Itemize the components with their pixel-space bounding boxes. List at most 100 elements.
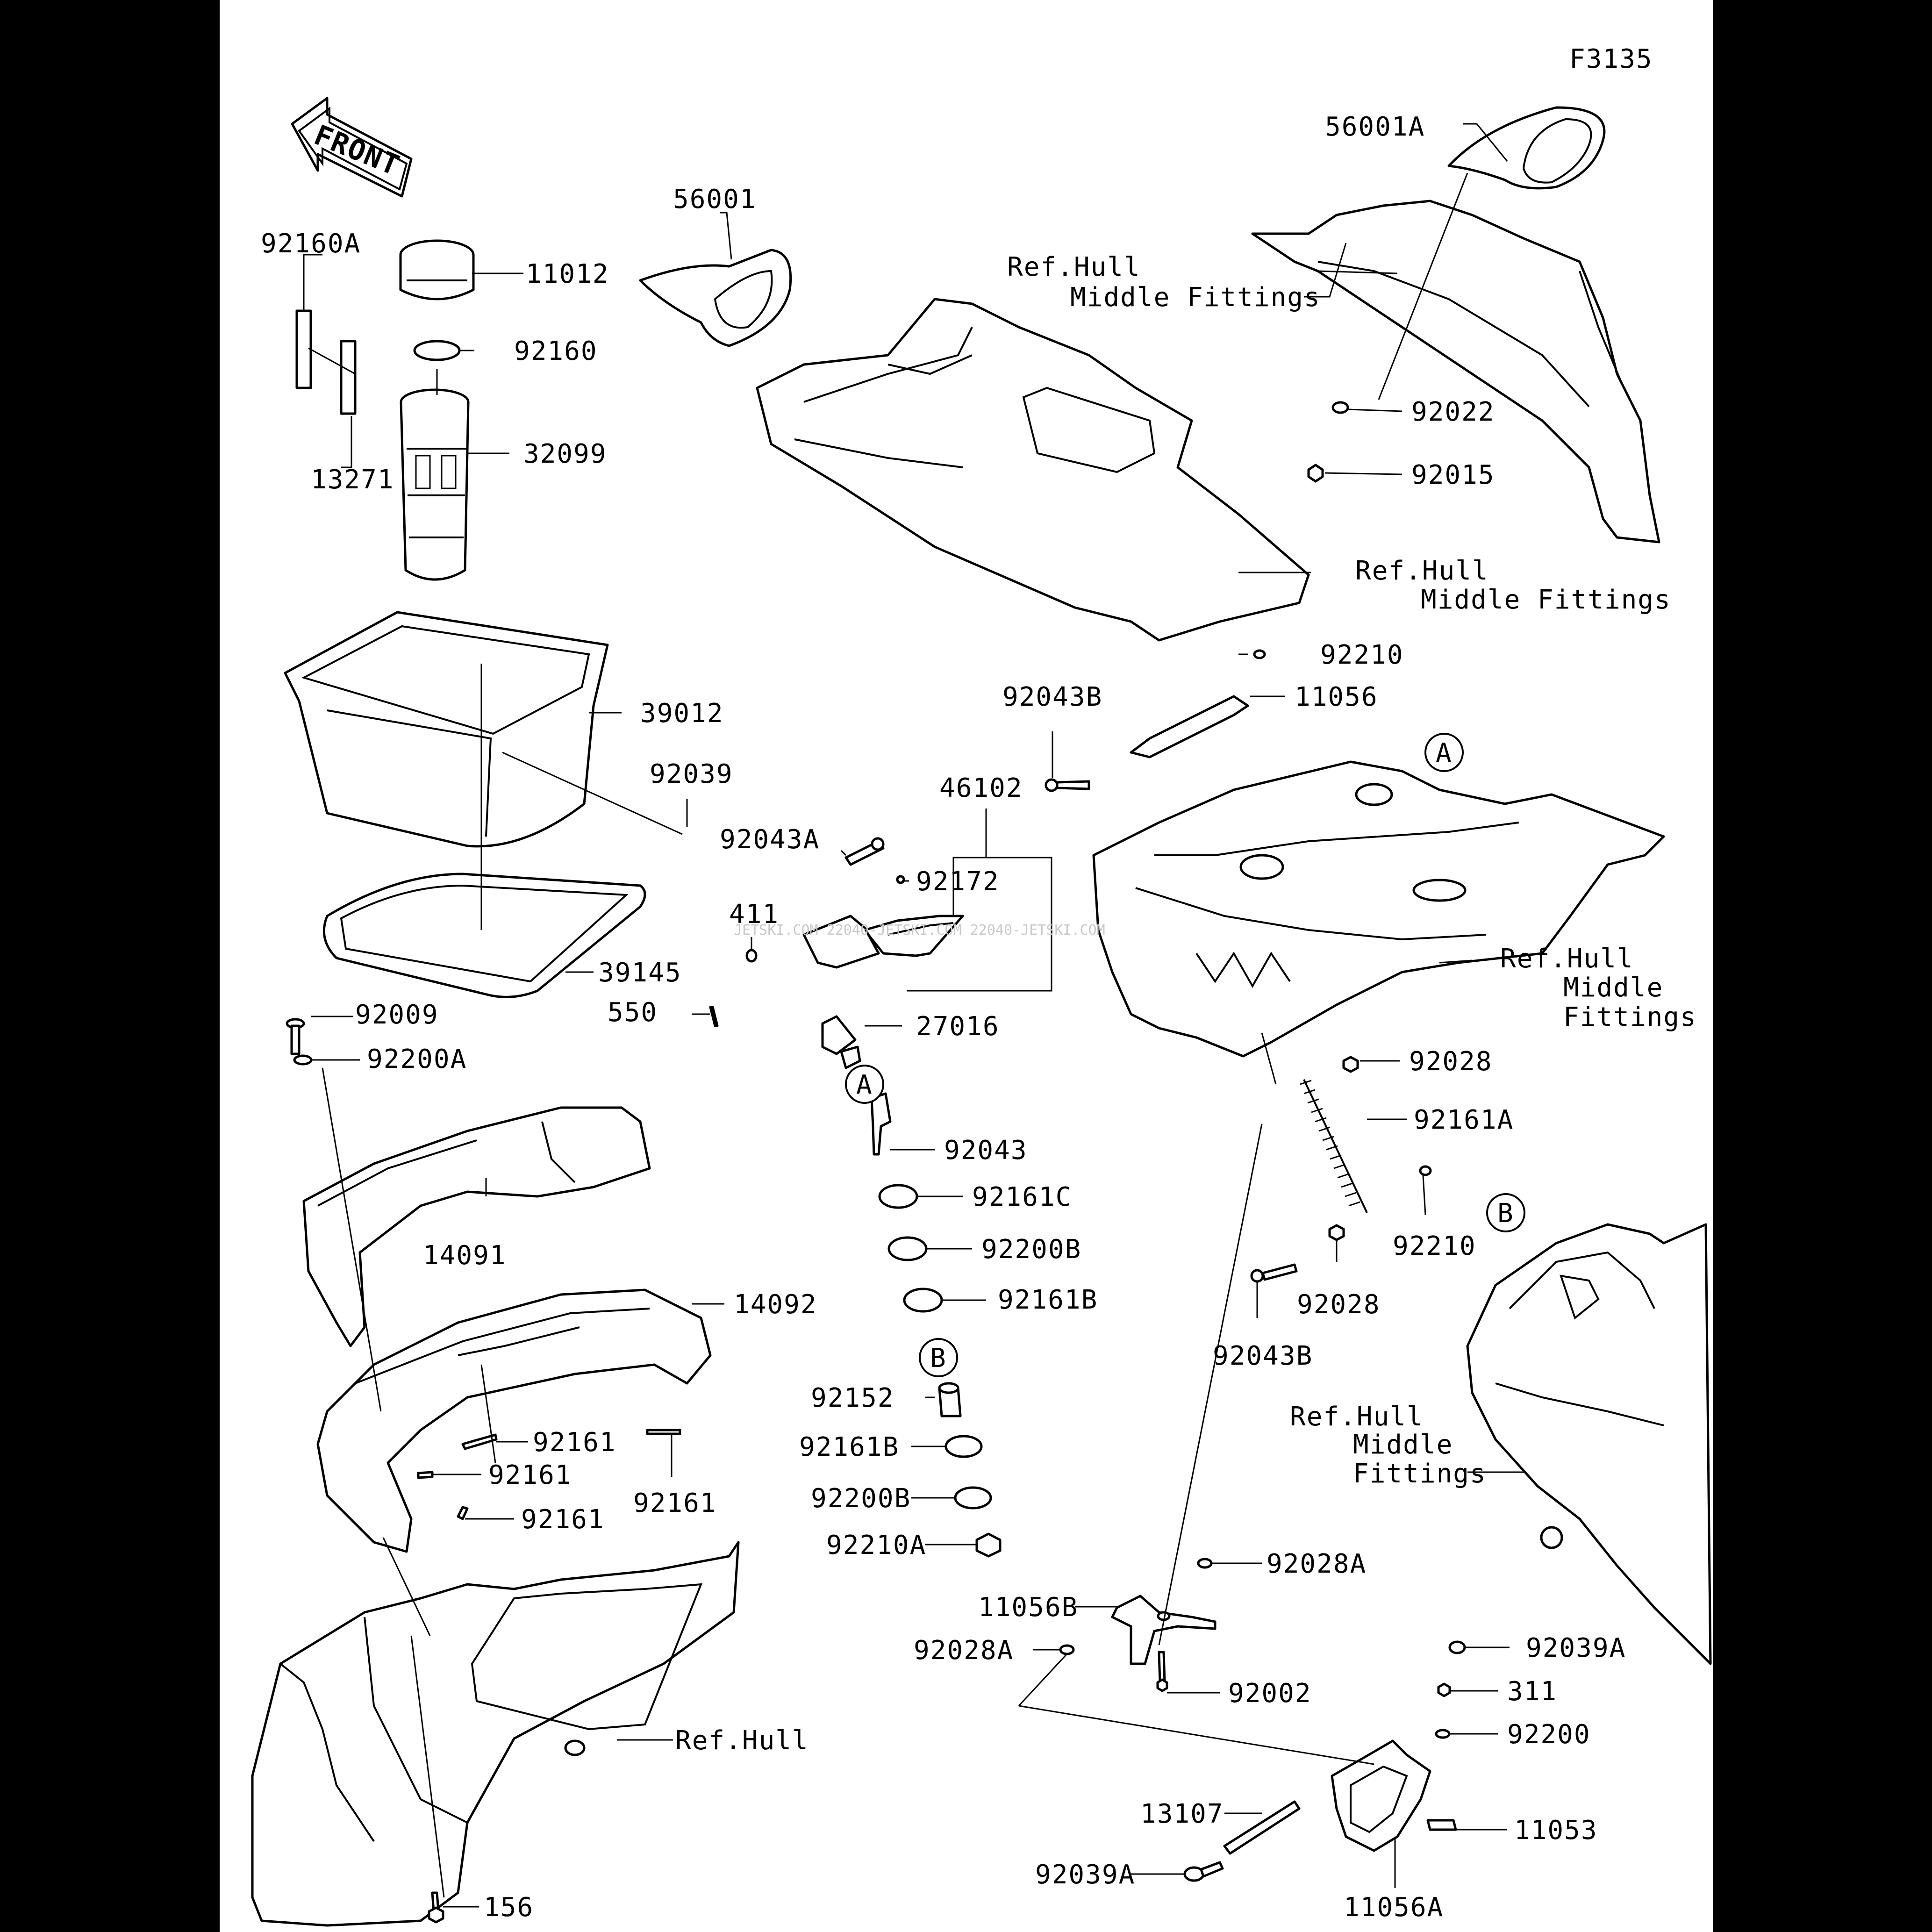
nut-92015 <box>1307 464 1324 483</box>
label-92028A-2: 92028A <box>914 1635 1014 1666</box>
spring-92161A <box>1300 1079 1368 1213</box>
label-ref-hull-2b: Middle Fittings <box>1421 585 1671 615</box>
front-arrow: FRONT <box>291 97 413 198</box>
cap-11012 <box>399 239 475 301</box>
part-labels: 56001A 56001 Ref.Hull Middle Fittings 92… <box>261 112 1697 1923</box>
storage-bin-39012 <box>284 611 609 848</box>
label-92161-a: 92161 <box>533 1427 616 1458</box>
label-13107: 13107 <box>1140 1799 1224 1829</box>
label-ref-hull-1b: Middle Fittings <box>1070 282 1321 313</box>
label-92210-top: 92210 <box>1320 640 1404 670</box>
label-311: 311 <box>1507 1676 1557 1707</box>
pin-92161-b <box>417 1471 434 1479</box>
filler-neck-32099 <box>400 388 470 581</box>
label-550: 550 <box>608 997 658 1028</box>
label-92043: 92043 <box>944 1135 1028 1166</box>
label-156: 156 <box>484 1892 534 1923</box>
label-92161A: 92161A <box>1414 1105 1514 1135</box>
middle-fitting-left-panel <box>756 298 1310 642</box>
label-92161-d: 92161 <box>633 1488 717 1518</box>
mirror-56001A <box>1447 106 1606 190</box>
collar-92028-top <box>1342 1056 1359 1073</box>
plate-11053 <box>1426 1819 1457 1831</box>
label-92039A-2: 92039A <box>1035 1860 1135 1890</box>
latch-assembly-46102 <box>863 915 964 957</box>
washer-411 <box>745 949 758 963</box>
label-ref-hull-4b: Middle <box>1353 1430 1453 1460</box>
bolt-92043B-mid <box>1250 1263 1298 1283</box>
label-92009: 92009 <box>355 1000 439 1030</box>
bushing-92161C <box>878 1184 918 1209</box>
nut-311 <box>1437 1682 1451 1697</box>
label-11056: 11056 <box>1295 682 1378 712</box>
ref-circle-a-mid <box>845 1065 884 1104</box>
pin-550 <box>709 1006 719 1027</box>
label-92043A: 92043A <box>720 824 820 855</box>
pin-92161-d <box>646 1429 681 1435</box>
label-56001: 56001 <box>673 184 757 215</box>
label-39012: 39012 <box>640 698 724 729</box>
label-92161C: 92161C <box>972 1182 1072 1212</box>
label-56001A: 56001A <box>1325 112 1425 142</box>
label-92039A-1: 92039A <box>1526 1633 1626 1663</box>
label-92210A: 92210A <box>826 1530 926 1560</box>
label-92161-c: 92161 <box>521 1504 605 1535</box>
bracket-11056 <box>1130 695 1249 758</box>
label-11053: 11053 <box>1514 1815 1598 1846</box>
gasket-39145 <box>322 873 646 998</box>
label-39145: 39145 <box>598 958 682 988</box>
washer-92200 <box>1435 1729 1451 1739</box>
label-ref-hull: Ref.Hull <box>675 1725 809 1756</box>
collar-92028A-1 <box>1197 1558 1213 1569</box>
label-32099: 32099 <box>523 439 607 469</box>
pin-92161-a <box>461 1433 498 1450</box>
label-ref-hull-2a: Ref.Hull <box>1355 556 1489 586</box>
label-14091: 14091 <box>423 1240 507 1271</box>
label-411: 411 <box>729 899 779 930</box>
label-92210-mid: 92210 <box>1393 1231 1476 1261</box>
label-13271: 13271 <box>311 465 394 495</box>
bolt-156 <box>428 1891 444 1924</box>
label-11056A: 11056A <box>1344 1892 1444 1923</box>
cover-14092 <box>316 1288 712 1553</box>
middle-fitting-center-panel <box>1092 760 1665 1058</box>
pin-92043A <box>844 837 885 866</box>
cover-14091 <box>302 1106 651 1347</box>
middle-fitting-right-lower <box>1466 1223 1712 1665</box>
label-14092: 14092 <box>734 1289 817 1320</box>
label-92015: 92015 <box>1411 460 1495 490</box>
label-ref-hull-3b: Middle <box>1563 973 1663 1003</box>
bracket-13271 <box>340 340 357 415</box>
mirror-56001 <box>639 249 792 347</box>
label-27016: 27016 <box>916 1011 1000 1042</box>
ref-circle-b-mid <box>919 1338 958 1377</box>
nut-92210A <box>975 1532 1002 1558</box>
collar-92028A-2 <box>1059 1644 1075 1655</box>
bushing-92161B-1 <box>903 1288 943 1313</box>
label-92161B-2: 92161B <box>799 1432 899 1462</box>
label-92039: 92039 <box>650 759 733 789</box>
label-ref-hull-4a: Ref.Hull <box>1290 1402 1424 1432</box>
label-92028-top: 92028 <box>1409 1046 1493 1077</box>
washer-92200A <box>293 1054 313 1066</box>
bolt-92039A-bottom <box>1183 1861 1224 1882</box>
label-92200: 92200 <box>1507 1719 1591 1750</box>
bolt-92043B-top <box>1045 778 1090 792</box>
label-ref-hull-3c: Fittings <box>1563 1002 1697 1032</box>
middle-fitting-right-panel <box>1251 200 1660 544</box>
ref-circle-a-mid-label: A <box>856 1070 873 1100</box>
label-92022: 92022 <box>1411 397 1495 427</box>
rod-13107 <box>1223 1800 1301 1855</box>
ref-circle-a-top-label: A <box>1436 738 1453 768</box>
washer-92200B-1 <box>887 1236 928 1261</box>
label-92160A: 92160A <box>261 229 361 259</box>
label-92200A: 92200A <box>367 1044 467 1074</box>
ref-circle-b-top-label: B <box>1497 1198 1514 1229</box>
bolt-92009 <box>286 1018 305 1055</box>
label-92028-mid: 92028 <box>1297 1289 1381 1320</box>
label-11012: 11012 <box>526 259 609 289</box>
label-92028A-1: 92028A <box>1267 1549 1367 1579</box>
label-92200B-2: 92200B <box>811 1483 911 1514</box>
bolt-92039A-top <box>1448 1640 1466 1654</box>
